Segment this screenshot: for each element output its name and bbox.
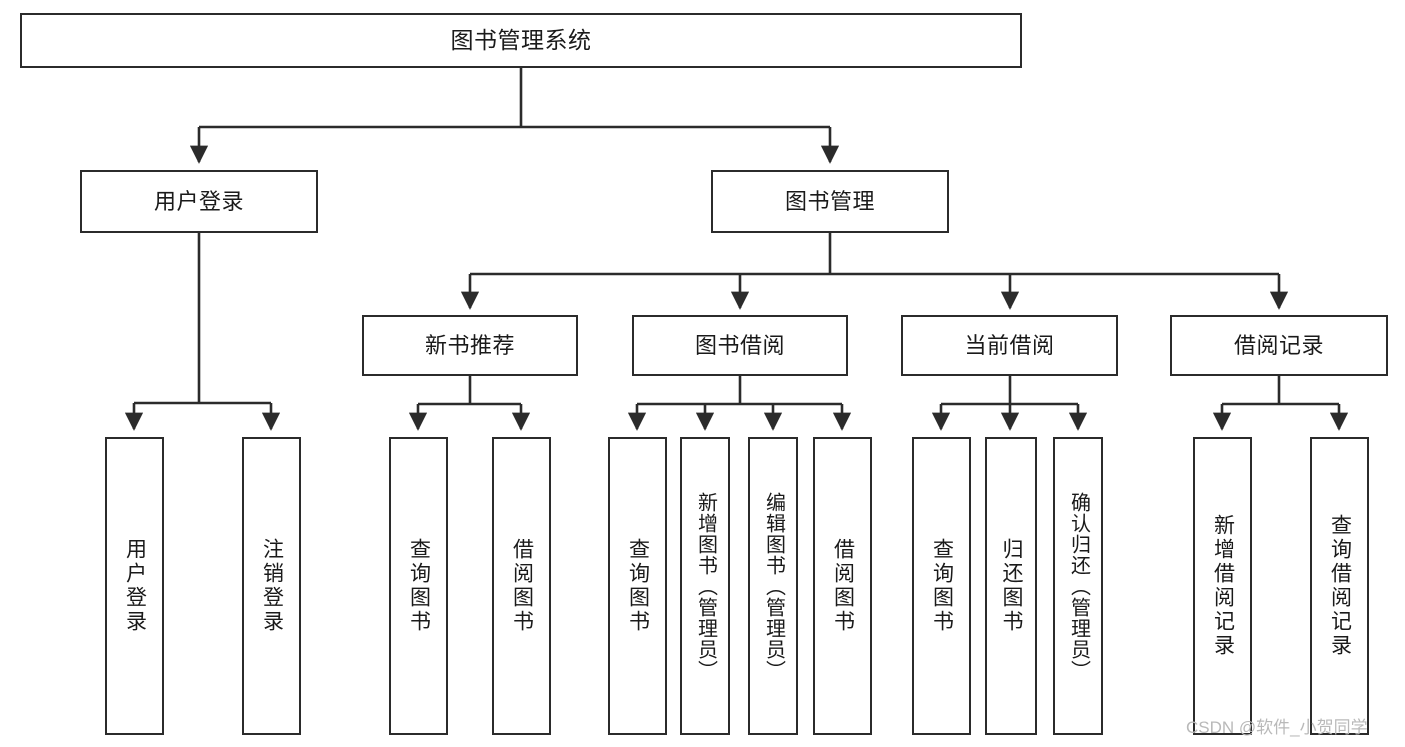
leaf-query-borrow-record-label: 查询借阅记录 [1328, 514, 1352, 658]
node-user-login[interactable]: 用户登录 [80, 170, 318, 233]
leaf-query-book-borrow[interactable]: 查询图书 [608, 437, 667, 735]
leaf-return-book-label: 归还图书 [1000, 538, 1024, 634]
leaf-borrow-book-borrow[interactable]: 借阅图书 [813, 437, 872, 735]
leaf-add-borrow-record-label: 新增借阅记录 [1211, 514, 1235, 658]
leaf-query-book-recommend-label: 查询图书 [407, 538, 431, 634]
leaf-confirm-return-label: 确认归还（管理员） [1067, 491, 1090, 681]
leaf-confirm-return[interactable]: 确认归还（管理员） [1053, 437, 1103, 735]
node-book-manage[interactable]: 图书管理 [711, 170, 949, 233]
leaf-add-book[interactable]: 新增图书（管理员） [680, 437, 730, 735]
leaf-query-book-recommend[interactable]: 查询图书 [389, 437, 448, 735]
leaf-add-borrow-record[interactable]: 新增借阅记录 [1193, 437, 1252, 735]
leaf-edit-book-label: 编辑图书（管理员） [762, 491, 785, 681]
node-new-book-recommend[interactable]: 新书推荐 [362, 315, 578, 376]
node-book-manage-label: 图书管理 [784, 188, 875, 214]
leaf-borrow-book-borrow-label: 借阅图书 [831, 538, 855, 634]
node-root[interactable]: 图书管理系统 [20, 13, 1022, 68]
leaf-query-borrow-record[interactable]: 查询借阅记录 [1310, 437, 1369, 735]
leaf-add-book-label: 新增图书（管理员） [694, 491, 717, 681]
leaf-logout-login-label: 注销登录 [260, 538, 284, 634]
leaf-user-login-label: 用户登录 [123, 538, 147, 634]
node-root-label: 图书管理系统 [450, 26, 592, 53]
leaf-edit-book[interactable]: 编辑图书（管理员） [748, 437, 798, 735]
node-book-borrow[interactable]: 图书借阅 [632, 315, 848, 376]
node-new-book-recommend-label: 新书推荐 [424, 332, 515, 358]
leaf-query-book-current-label: 查询图书 [930, 538, 954, 634]
leaf-borrow-book-recommend[interactable]: 借阅图书 [492, 437, 551, 735]
node-user-login-label: 用户登录 [153, 188, 244, 214]
node-book-borrow-label: 图书借阅 [694, 332, 785, 358]
leaf-query-book-borrow-label: 查询图书 [626, 538, 650, 634]
node-current-borrow[interactable]: 当前借阅 [901, 315, 1118, 376]
leaf-borrow-book-recommend-label: 借阅图书 [510, 538, 534, 634]
node-borrow-record[interactable]: 借阅记录 [1170, 315, 1388, 376]
node-borrow-record-label: 借阅记录 [1233, 332, 1324, 358]
leaf-logout-login[interactable]: 注销登录 [242, 437, 301, 735]
leaf-query-book-current[interactable]: 查询图书 [912, 437, 971, 735]
leaf-user-login[interactable]: 用户登录 [105, 437, 164, 735]
watermark-text: CSDN @软件_小贺同学 [1186, 718, 1368, 737]
leaf-return-book[interactable]: 归还图书 [985, 437, 1037, 735]
node-current-borrow-label: 当前借阅 [964, 332, 1055, 358]
